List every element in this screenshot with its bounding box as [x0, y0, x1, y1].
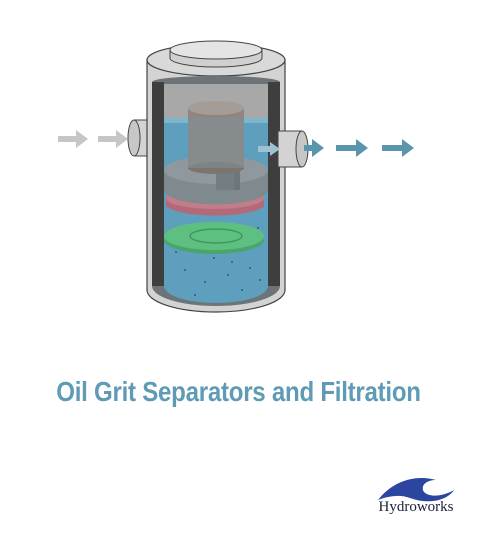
inflow-arrow-2 [98, 130, 128, 148]
inflow-arrow-1 [58, 130, 88, 148]
page-title: Oil Grit Separators and Filtration [56, 376, 421, 407]
outflow-arrows [304, 139, 414, 157]
outflow-arrow-2 [336, 139, 368, 157]
outflow-arrow-1 [304, 139, 324, 157]
brand-name: Hydroworks [378, 499, 454, 515]
outlet-pipe [258, 130, 309, 168]
hydroworks-wave-icon [378, 478, 454, 502]
interior [152, 76, 280, 306]
outflow-arrow-3 [382, 139, 414, 157]
central-cylinder [188, 101, 244, 174]
separator-diagram [58, 40, 414, 313]
filter-disc [164, 222, 264, 254]
